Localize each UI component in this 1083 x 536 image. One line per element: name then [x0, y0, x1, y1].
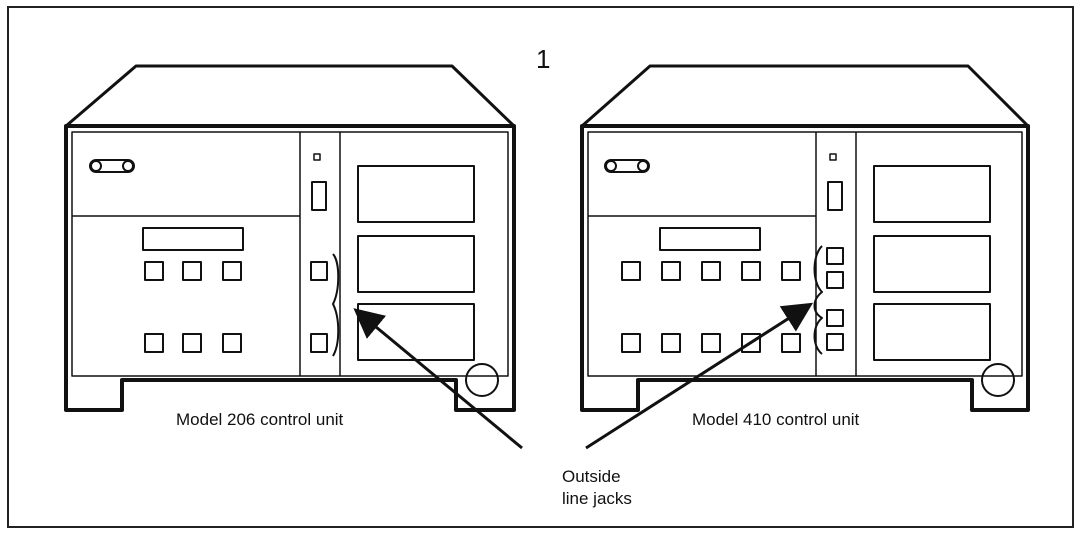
model-410-caption: Model 410 control unit	[692, 410, 860, 429]
figure-number: 1	[536, 44, 551, 74]
callout-arrow-410	[585, 302, 814, 450]
unit-206-body	[64, 124, 516, 412]
unit-410-inner-border	[587, 131, 1023, 377]
model-410-unit	[580, 64, 1030, 412]
unit-206-lid	[64, 64, 516, 128]
round-knob	[981, 363, 1015, 397]
unit-410-lid	[580, 64, 1030, 128]
indicator-light	[829, 153, 837, 161]
outside-line-jacks-callout: Outside line jacks	[562, 466, 632, 510]
key-switch-icon	[604, 159, 650, 173]
unit-410-body	[580, 124, 1030, 412]
round-knob	[465, 363, 499, 397]
line-jack	[826, 309, 844, 327]
power-switch	[311, 181, 327, 211]
model-206-unit	[64, 64, 516, 412]
unit-206-inner-border	[71, 131, 509, 377]
line-jack	[310, 333, 328, 353]
line-jack	[826, 333, 844, 351]
power-switch	[827, 181, 843, 211]
line-jack	[310, 261, 328, 281]
display-window	[142, 227, 244, 251]
callout-arrow-206	[353, 308, 523, 450]
line-jack	[826, 271, 844, 289]
callout-line-1: Outside	[562, 467, 621, 486]
line-jack	[826, 247, 844, 265]
figure-frame	[7, 6, 1074, 528]
model-206-caption: Model 206 control unit	[176, 410, 344, 429]
callout-line-2: line jacks	[562, 489, 632, 508]
indicator-light	[313, 153, 321, 161]
key-switch-icon	[89, 159, 135, 173]
display-window	[659, 227, 761, 251]
